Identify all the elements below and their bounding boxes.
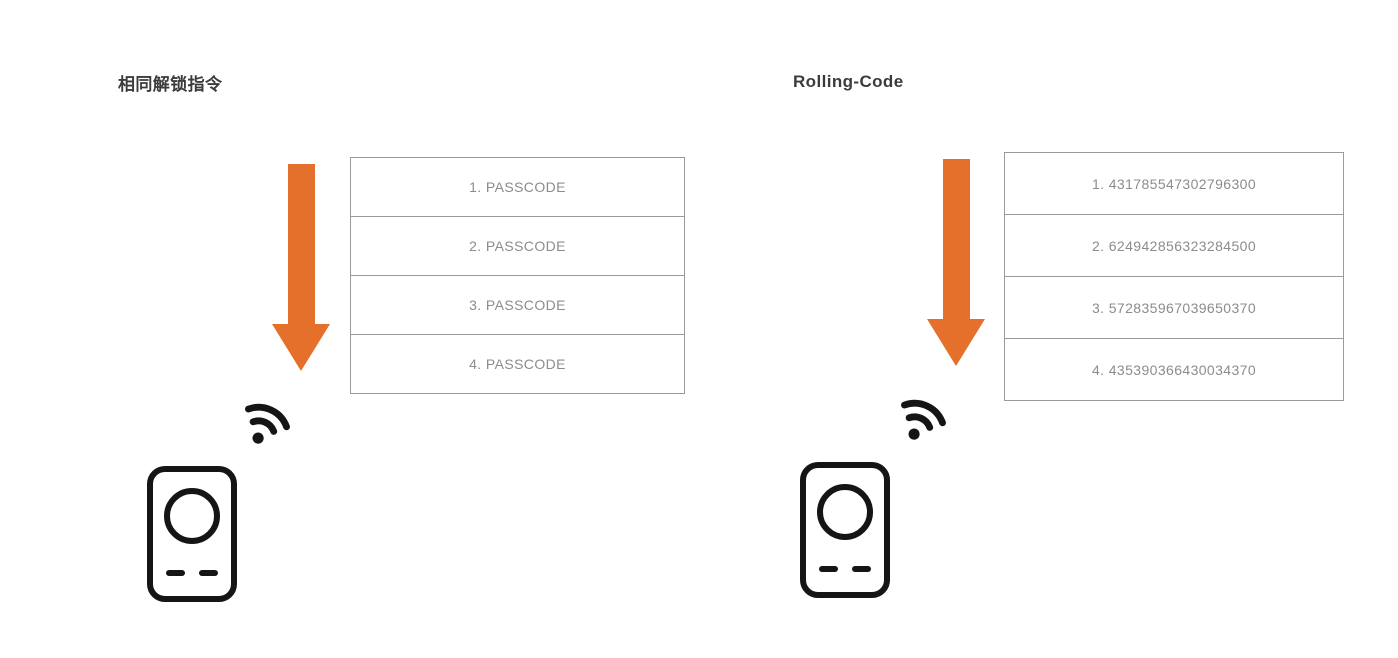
arrow-body [287, 164, 315, 324]
passcode-row: 2. PASSCODE [351, 217, 684, 276]
passcode-row: 4. PASSCODE [351, 335, 684, 393]
arrow-body [942, 159, 970, 319]
arrow-head [272, 324, 330, 371]
remote-dash [199, 570, 218, 576]
passcode-table: 1. PASSCODE 2. PASSCODE 3. PASSCODE 4. P… [350, 157, 685, 394]
down-arrow-icon [927, 159, 985, 366]
rolling-code-row: 3. 572835967039650370 [1005, 277, 1343, 339]
rolling-code-table: 1. 431785547302796300 2. 624942856323284… [1004, 152, 1344, 401]
wifi-signal-icon [882, 374, 964, 456]
fixed-code-title: 相同解锁指令 [118, 75, 223, 94]
rolling-code-row: 2. 624942856323284500 [1005, 215, 1343, 277]
rolling-code-title: Rolling-Code [793, 72, 904, 91]
passcode-row: 3. PASSCODE [351, 276, 684, 335]
arrow-head [927, 319, 985, 366]
remote-dash [166, 570, 185, 576]
remote-dash [819, 566, 838, 572]
remote-button-circle [817, 484, 873, 540]
passcode-row: 1. PASSCODE [351, 158, 684, 217]
rolling-code-row: 4. 435390366430034370 [1005, 339, 1343, 400]
remote-dash [852, 566, 871, 572]
remote-control-icon [147, 466, 237, 602]
rolling-code-row: 1. 431785547302796300 [1005, 153, 1343, 215]
wifi-signal-icon [226, 378, 308, 460]
remote-button-circle [164, 488, 220, 544]
down-arrow-icon [272, 164, 330, 371]
remote-control-icon [800, 462, 890, 598]
